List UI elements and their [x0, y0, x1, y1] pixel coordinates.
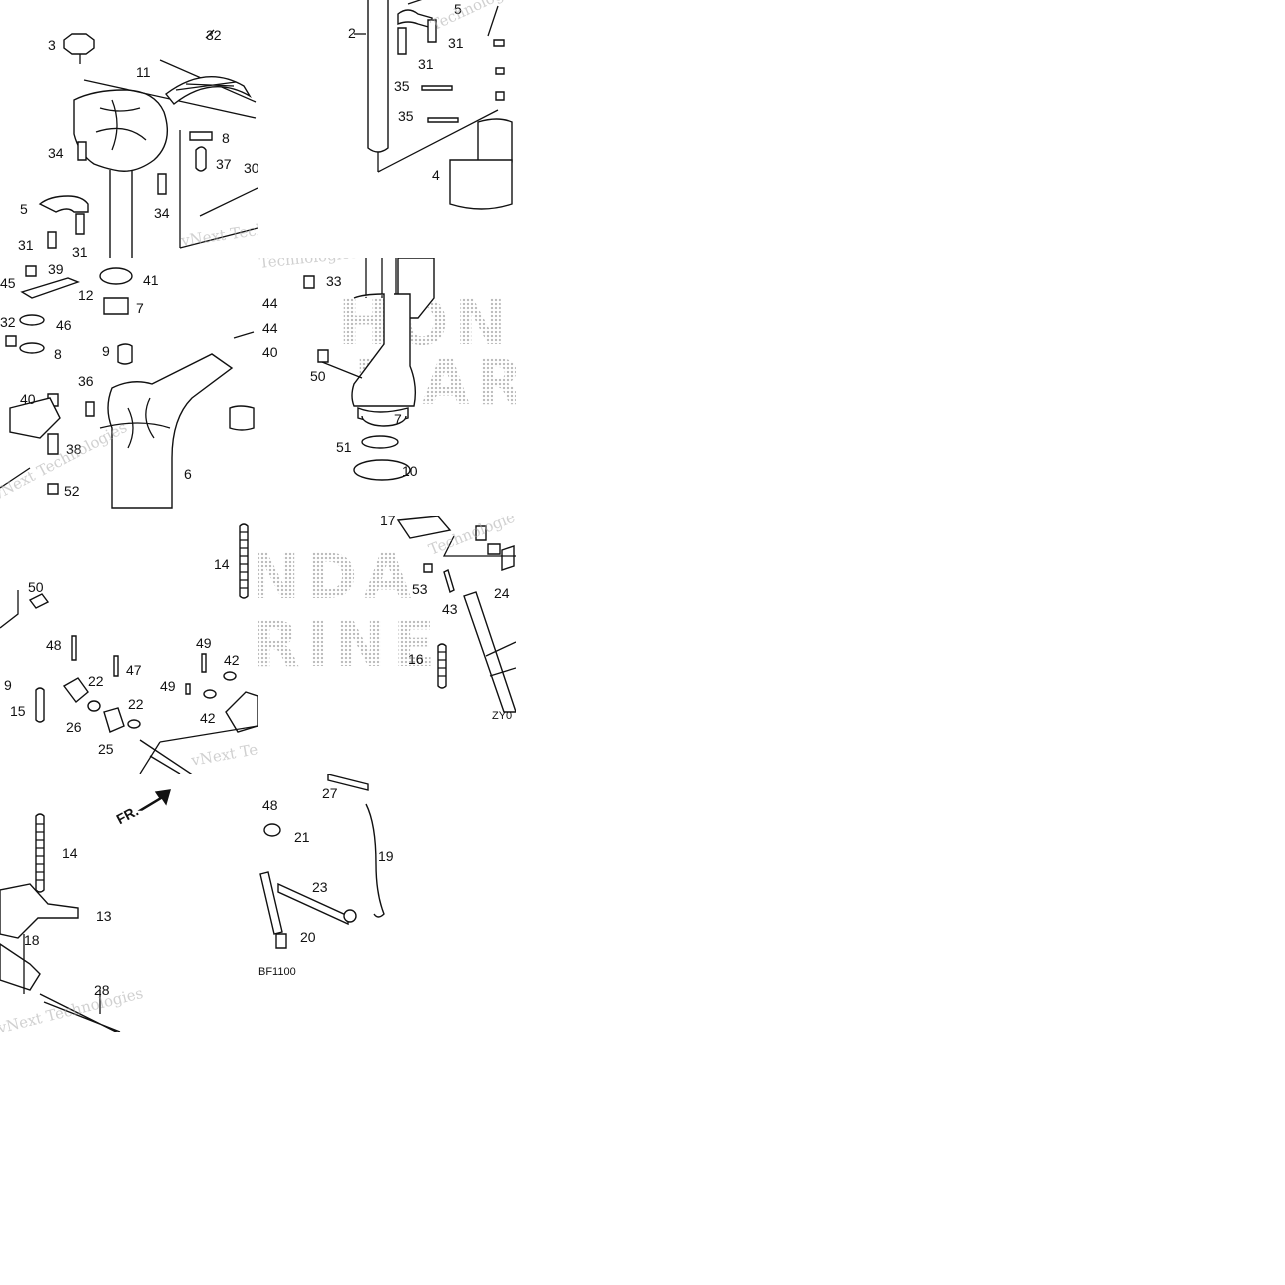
part-label: 51 — [336, 439, 352, 455]
part-label: 50 — [28, 579, 44, 595]
diagram-tile-linkage: 27 48 21 19 23 20 BF1100 — [258, 774, 516, 1032]
part-label: 8 — [222, 130, 230, 146]
part-label: 48 — [46, 637, 62, 653]
diagram-tile-swivel-lower: HON MAR 33 50 7 51 10 44 44 40 Technolog… — [258, 258, 516, 516]
part-label: 35 — [398, 108, 414, 124]
tile5-drawing — [0, 523, 258, 774]
tile1-drawing — [38, 29, 258, 258]
diagram-tile-swivel-shaft: 2 5 31 31 35 35 4 Technologies — [258, 0, 516, 258]
diagram-tile-lever-assembly: NDA RINE 17 53 43 24 16 ZY0 Technologies — [258, 516, 516, 774]
part-label: 30 — [244, 160, 258, 176]
part-label: 42 — [200, 710, 216, 726]
part-label: 45 — [0, 275, 16, 291]
part-label: 14 — [62, 845, 78, 861]
part-label: 39 — [48, 261, 64, 277]
part-label: 20 — [300, 929, 316, 945]
diagram-code: ZY0 — [492, 710, 513, 722]
part-label: 14 — [214, 556, 230, 572]
brand-watermark: NDA — [258, 540, 417, 613]
part-label: 44 — [262, 320, 278, 336]
part-label: 9 — [102, 343, 110, 359]
part-label: 22 — [88, 673, 104, 689]
part-label: 34 — [48, 145, 64, 161]
part-label: 9 — [4, 677, 12, 693]
part-label: 31 — [18, 237, 34, 253]
part-label: 22 — [128, 696, 144, 712]
part-label: 36 — [78, 373, 94, 389]
part-label: 7 — [394, 411, 402, 427]
part-label: 31 — [418, 56, 434, 72]
part-label: 18 — [24, 932, 40, 948]
part-label: 4 — [432, 167, 440, 183]
direction-arrow-icon — [137, 789, 171, 811]
part-label: 46 — [56, 317, 72, 333]
part-label: 25 — [98, 741, 114, 757]
tile7-drawing — [0, 789, 171, 1032]
part-label: 12 — [78, 287, 94, 303]
part-label: 31 — [72, 244, 88, 258]
part-label: 16 — [408, 651, 424, 667]
part-label: 32 — [0, 314, 16, 330]
diagram-tile-tilt-lever-lower: 14 13 18 28 FR. vNext Technologies — [0, 774, 258, 1032]
part-label: 11 — [136, 64, 151, 80]
part-label: 19 — [378, 848, 394, 864]
part-label: 34 — [154, 205, 170, 221]
part-label: 35 — [394, 78, 410, 94]
part-label: 26 — [66, 719, 82, 735]
part-label: 43 — [442, 601, 458, 617]
part-label: 38 — [66, 441, 82, 457]
part-label: 44 — [262, 295, 278, 311]
part-label: 6 — [184, 466, 192, 482]
tile4-drawing — [303, 258, 435, 481]
part-label: 28 — [94, 982, 110, 998]
diagram-code: BF1100 — [258, 966, 296, 978]
part-label: 2 — [348, 25, 356, 41]
part-label: 42 — [224, 652, 240, 668]
part-label: 40 — [262, 344, 278, 360]
part-label: 5 — [454, 1, 462, 17]
part-label: 23 — [312, 879, 328, 895]
part-label: 31 — [448, 35, 464, 51]
part-label: 52 — [64, 483, 80, 499]
part-label: 49 — [160, 678, 176, 694]
brand-watermark: RINE — [258, 608, 441, 681]
tile8-drawing — [259, 774, 385, 949]
part-label: 5 — [20, 201, 28, 217]
part-label: 8 — [54, 346, 62, 362]
diagram-tile-tilt-lever: 14 50 48 47 49 42 9 22 15 26 22 25 49 42… — [0, 516, 258, 774]
diagram-tile-tilt-bracket: 39 41 45 12 7 32 46 8 9 40 36 38 6 52 vN… — [0, 258, 258, 516]
tile6-drawing — [396, 516, 516, 713]
part-label: 3 — [48, 37, 56, 53]
part-label: 47 — [126, 662, 142, 678]
part-label: 40 — [20, 391, 36, 407]
part-label: 7 — [136, 300, 144, 316]
part-label: 50 — [310, 368, 326, 384]
diagram-tile-swivel-case: 3 32 11 8 37 34 34 5 31 31 30 vNext Tech… — [0, 0, 258, 258]
part-label: 21 — [294, 829, 310, 845]
part-label: 53 — [412, 581, 428, 597]
part-label: 27 — [322, 785, 338, 801]
tile3-drawing — [0, 265, 255, 509]
part-label: 10 — [402, 463, 418, 479]
part-label: 37 — [216, 156, 232, 172]
part-label: 33 — [326, 273, 342, 289]
part-label: 49 — [196, 635, 212, 651]
part-label: 41 — [143, 272, 159, 288]
part-label: 32 — [206, 27, 222, 43]
part-label: 24 — [494, 585, 510, 601]
tile2-drawing — [354, 0, 513, 210]
part-label: 13 — [96, 908, 112, 924]
part-label: 15 — [10, 703, 26, 719]
part-label: 17 — [380, 516, 396, 528]
part-label: 48 — [262, 797, 278, 813]
